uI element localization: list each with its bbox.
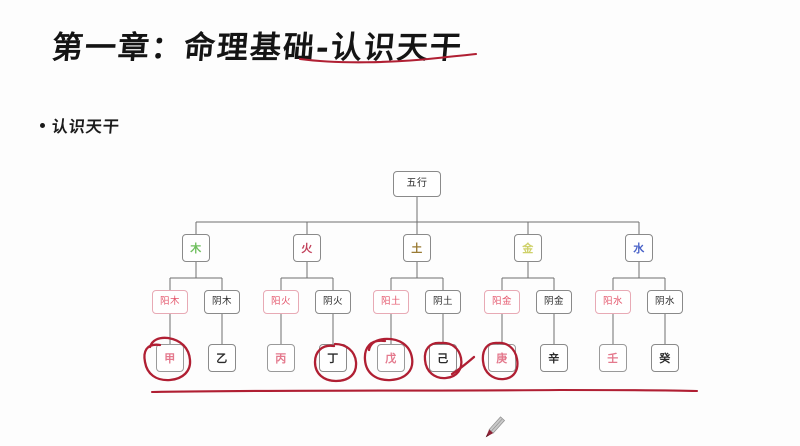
tree-node-yin-wood-label: 阴木: [211, 296, 232, 308]
tree-node-stem-wu[interactable]: 戊: [377, 344, 405, 372]
tree-node-yang-fire[interactable]: 阳火: [263, 290, 299, 314]
tree-node-stem-yi[interactable]: 乙: [208, 344, 236, 372]
tree-node-yin-earth-label: 阴土: [432, 296, 453, 308]
tree-node-stem-ding-label: 丁: [327, 351, 339, 365]
tree-node-element-metal[interactable]: 金: [514, 234, 542, 262]
tree-node-yin-fire-label: 阴火: [322, 296, 343, 308]
tree-node-stem-xin[interactable]: 辛: [540, 344, 568, 372]
tree-node-yang-wood[interactable]: 阳木: [152, 290, 188, 314]
tree-node-stem-wu-label: 戊: [385, 351, 397, 365]
tree-node-stem-xin-label: 辛: [548, 351, 560, 365]
tree-node-stem-geng[interactable]: 庚: [488, 344, 516, 372]
tree-node-element-earth[interactable]: 土: [403, 234, 431, 262]
tree-node-yang-metal[interactable]: 阳金: [484, 290, 520, 314]
tree-node-stem-gui-label: 癸: [659, 351, 671, 365]
tree-node-element-metal-label: 金: [522, 241, 534, 255]
tree-node-stem-jia[interactable]: 甲: [156, 344, 184, 372]
tree-node-stem-yi-label: 乙: [216, 351, 228, 365]
tree-node-stem-bing[interactable]: 丙: [267, 344, 295, 372]
tree-node-yang-metal-label: 阳金: [491, 296, 512, 308]
pen-cursor-icon: [485, 416, 506, 438]
tree-node-stem-gui[interactable]: 癸: [651, 344, 679, 372]
tree-node-yin-metal[interactable]: 阴金: [536, 290, 572, 314]
tree-node-element-wood-label: 木: [190, 241, 202, 255]
tree-node-yang-water-label: 阳水: [602, 296, 623, 308]
bullet-dot-icon: [40, 122, 45, 128]
tree-node-yin-fire[interactable]: 阴火: [315, 290, 351, 314]
title-underline-annotation: [298, 52, 478, 64]
tree-node-yang-wood-label: 阳木: [159, 296, 180, 308]
tree-node-yin-water-label: 阴水: [654, 296, 675, 308]
tree-node-yang-water[interactable]: 阳水: [595, 290, 631, 314]
tree-node-root-label: 五行: [406, 178, 428, 189]
tree-node-element-fire-label: 火: [301, 241, 313, 255]
tree-node-stem-ren-label: 壬: [607, 351, 619, 365]
tree-node-yang-earth[interactable]: 阳土: [373, 290, 409, 314]
tree-node-element-water-label: 水: [633, 241, 645, 255]
tree-node-element-earth-label: 土: [411, 241, 423, 255]
tree-node-yang-earth-label: 阳土: [380, 296, 401, 308]
tree-node-stem-jia-label: 甲: [164, 351, 176, 365]
tree-node-stem-bing-label: 丙: [275, 351, 287, 365]
tree-node-stem-ji-label: 己: [437, 351, 449, 365]
tree-node-yin-earth[interactable]: 阴土: [425, 290, 461, 314]
tree-node-yin-water[interactable]: 阴水: [647, 290, 683, 314]
tree-node-element-fire[interactable]: 火: [293, 234, 321, 262]
tree-node-element-wood[interactable]: 木: [182, 234, 210, 262]
bullet-row: 认识天干: [40, 113, 121, 137]
tree-node-stem-ding[interactable]: 丁: [319, 344, 347, 372]
tree-node-yin-wood[interactable]: 阴木: [204, 290, 240, 314]
tree-node-yang-fire-label: 阳火: [270, 296, 291, 308]
tree-node-root[interactable]: 五行: [393, 171, 441, 197]
tree-node-yin-metal-label: 阴金: [543, 296, 564, 308]
tree-node-stem-ren[interactable]: 壬: [599, 344, 627, 372]
tree-node-stem-geng-label: 庚: [496, 351, 508, 365]
tree-node-element-water[interactable]: 水: [625, 234, 653, 262]
tree-node-stem-ji[interactable]: 己: [429, 344, 457, 372]
